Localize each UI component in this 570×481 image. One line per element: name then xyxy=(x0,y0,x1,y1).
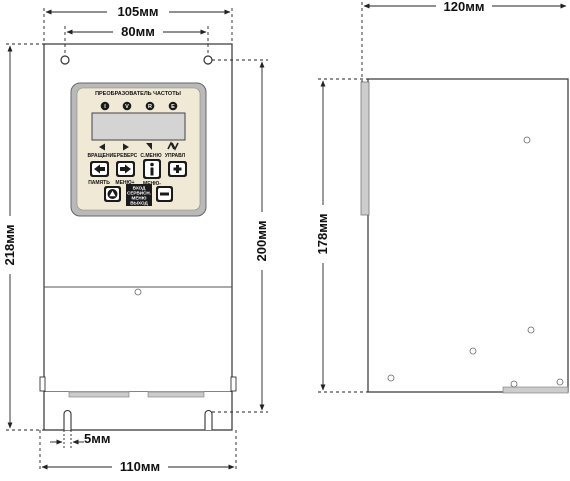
front-view: ПРЕОБРАЗОВАТЕЛЬ ЧАСТОТЫ I V R E xyxy=(39,43,237,431)
side-tab-left xyxy=(39,376,46,392)
svg-text:I: I xyxy=(104,104,106,110)
info-icon xyxy=(150,162,154,167)
svg-text:СЕРВИСН.: СЕРВИСН. xyxy=(127,191,151,196)
svg-text:E: E xyxy=(171,104,175,110)
control-ab-icon xyxy=(167,141,179,151)
dim-label-80: 80мм xyxy=(121,24,155,39)
indicator-led-i: I xyxy=(100,101,110,111)
side-terminal-block xyxy=(502,386,569,394)
right-arrow-button[interactable] xyxy=(116,161,135,177)
side-screw-1 xyxy=(523,136,531,144)
side-view xyxy=(360,78,569,394)
plus-button[interactable] xyxy=(168,161,187,177)
left-arrow-button[interactable] xyxy=(90,161,109,177)
svg-text:МЕНЮ: МЕНЮ xyxy=(132,196,147,201)
triangle-up-icon xyxy=(109,190,116,197)
side-screw-2 xyxy=(527,326,535,334)
function-label-control: УПРАВЛ xyxy=(165,153,186,159)
side-screw-4 xyxy=(387,374,395,382)
minus-button[interactable] xyxy=(156,186,173,202)
indicator-led-r: R xyxy=(145,101,155,111)
side-screw-5 xyxy=(510,380,518,388)
svg-text:ВЫХОД: ВЫХОД xyxy=(130,201,148,206)
function-label-reverse: РЕВЕРС xyxy=(117,153,138,159)
operator-panel: ПРЕОБРАЗОВАТЕЛЬ ЧАСТОТЫ I V R E xyxy=(70,82,207,217)
dim-label-200: 200мм xyxy=(254,221,269,262)
svg-text:ВХОД: ВХОД xyxy=(133,186,147,191)
dim-label-110: 110мм xyxy=(120,459,160,474)
terminal-block-right xyxy=(147,391,205,398)
panel-header: ПРЕОБРАЗОВАТЕЛЬ ЧАСТОТЫ xyxy=(95,91,181,97)
lcd-display xyxy=(91,112,186,141)
side-screw-3 xyxy=(469,347,477,355)
dim-label-105: 105мм xyxy=(118,4,159,19)
plus-icon xyxy=(173,165,182,173)
dim-label-178: 178мм xyxy=(315,214,330,255)
mounting-plate xyxy=(43,392,233,431)
key-label-menu-plus: МЕНЮ+ xyxy=(115,180,134,186)
mount-hole-right xyxy=(203,55,213,65)
up-triangle-button[interactable] xyxy=(104,186,121,202)
terminal-block-left xyxy=(68,391,130,398)
slot-left xyxy=(63,409,72,430)
side-screw-6 xyxy=(556,378,564,386)
arrow-left-icon xyxy=(94,164,105,174)
service-menu-box: ВХОД СЕРВИСН. МЕНЮ ВЫХОД xyxy=(126,184,152,206)
arrow-right-icon xyxy=(120,164,131,174)
side-panel-profile xyxy=(360,81,370,216)
key-label-memory: ПАМЯТЬ xyxy=(88,180,110,186)
indicator-led-e: E xyxy=(168,101,178,111)
dim-label-218: 218мм xyxy=(2,225,17,266)
submenu-corner-icon xyxy=(146,143,152,150)
minus-icon xyxy=(160,192,169,196)
info-button[interactable] xyxy=(143,159,161,179)
slot-right xyxy=(204,409,213,430)
svg-text:V: V xyxy=(125,104,129,110)
side-tab-right xyxy=(230,376,237,392)
cover-screw xyxy=(134,288,142,296)
function-label-submenu: С.МЕНЮ xyxy=(140,153,161,159)
indicator-led-v: V xyxy=(122,101,132,111)
dim-label-120: 120мм xyxy=(444,0,485,14)
rotate-arrow-icon xyxy=(99,143,105,151)
function-label-rotation: ВРАЩЕНИЕ xyxy=(87,153,117,159)
dim-label-5: 5мм xyxy=(84,431,110,446)
side-housing xyxy=(367,78,569,393)
key-label-menu-minus: МЕНЮ- xyxy=(143,181,161,187)
svg-text:R: R xyxy=(148,104,152,110)
mount-hole-left xyxy=(60,55,70,65)
reverse-arrow-icon xyxy=(123,143,129,151)
